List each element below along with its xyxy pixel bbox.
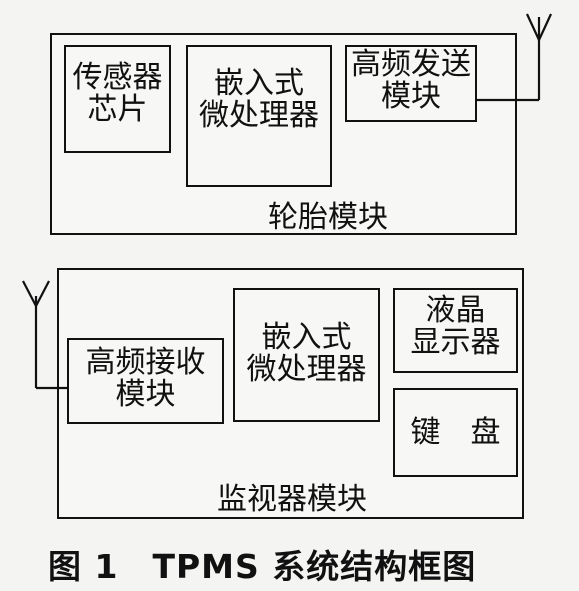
rf-receiver-box bbox=[67, 338, 224, 424]
monitor-embedded-mcu-box bbox=[233, 288, 380, 422]
rf-receiver-label: 高频接收 模块 bbox=[85, 345, 206, 413]
rf-transmitter-box bbox=[345, 45, 477, 122]
rf-transmitter-label: 高频发送 模块 bbox=[351, 47, 471, 115]
monitor-module-title: 监视器模块 bbox=[217, 482, 367, 517]
sensor-chip-box bbox=[64, 45, 171, 153]
wheel-embedded-mcu-box bbox=[186, 45, 332, 187]
sensor-chip-label: 传感器 芯片 bbox=[72, 60, 163, 128]
keypad-label: 键 盘 bbox=[410, 415, 501, 450]
lcd-display-label: 液晶 显示器 bbox=[410, 293, 501, 361]
wheel-embedded-mcu-label: 嵌入式 微处理器 bbox=[199, 66, 319, 134]
figure-caption: 图 1 TPMS 系统结构框图 bbox=[48, 547, 477, 586]
monitor-embedded-mcu-label: 嵌入式 微处理器 bbox=[246, 320, 367, 388]
lcd-display-box bbox=[393, 288, 518, 373]
wheel-module-title: 轮胎模块 bbox=[268, 200, 388, 235]
keypad-box bbox=[393, 388, 518, 477]
